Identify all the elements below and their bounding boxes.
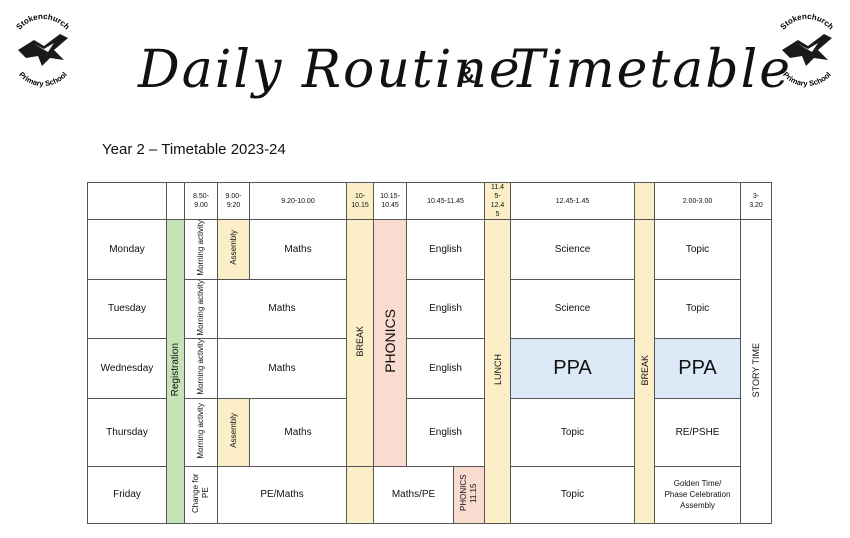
topic-tue: Topic: [654, 278, 742, 340]
row-tuesday: Tuesday Morning activity Maths English S…: [87, 278, 772, 340]
day-friday: Friday: [87, 465, 167, 524]
topic-thu: Topic: [510, 397, 636, 467]
ppa-wed-2: PPA: [654, 338, 742, 399]
maths-thu: Maths: [249, 397, 347, 467]
time-1000: 10- 10.15: [346, 182, 374, 220]
corner-cell: [87, 182, 167, 220]
time-1245: 12.45-1.45: [510, 182, 636, 220]
svg-text:Stokenchurch: Stokenchurch: [15, 12, 72, 32]
science-mon: Science: [510, 219, 636, 280]
day-wednesday: Wednesday: [87, 338, 167, 399]
logo-school-name-bottom: Primary School: [17, 70, 69, 88]
pe-maths-fri: PE/Maths: [217, 465, 347, 524]
school-logo-left: Stokenchurch Primary School: [4, 10, 82, 88]
maths-wed: Maths: [217, 338, 347, 399]
maths-tue: Maths: [217, 278, 347, 340]
phonics-fri: PHONICS 11.15: [452, 465, 486, 524]
page-heading: Daily Routine & Timetable: [130, 20, 790, 125]
svg-text:Stokenchurch: Stokenchurch: [779, 12, 836, 32]
school-logo-right: Stokenchurch Primary School: [768, 10, 846, 88]
topic-mon: Topic: [654, 219, 742, 280]
time-920: 9.20-10.00: [249, 182, 347, 220]
timetable-subtitle: Year 2 – Timetable 2023-24: [102, 141, 286, 158]
morning-activity-tue: Morning activity: [184, 278, 218, 340]
english-mon: English: [405, 219, 486, 280]
morning-activity-wed: Morning activity: [184, 338, 218, 399]
assembly-thu: Assembly: [217, 397, 250, 467]
header-row: 8.50- 9.00 9.00- 9:20 9.20-10.00 10- 10.…: [87, 182, 773, 220]
phonics-block: PHONICS: [373, 219, 407, 467]
maths-pe-fri: Maths/PE: [373, 465, 454, 524]
heading-daily-routine: Daily Routine: [138, 40, 522, 100]
registration-cell: Registration: [166, 219, 185, 524]
time-850: 8.50- 9.00: [184, 182, 218, 220]
row-wednesday: Wednesday Morning activity Maths English…: [87, 338, 772, 399]
time-1045: 10.45-11.45: [405, 182, 486, 220]
day-monday: Monday: [87, 219, 167, 280]
row-friday: Friday Change for PE PE/Maths Maths/PE P…: [87, 465, 772, 524]
ppa-wed-1: PPA: [510, 338, 636, 399]
time-1015: 10.15- 10.45: [373, 182, 407, 220]
topic-fri: Topic: [510, 465, 636, 524]
science-tue: Science: [510, 278, 636, 340]
logo-school-name-top: Stokenchurch: [779, 12, 836, 32]
maths-mon: Maths: [249, 219, 347, 280]
break-afternoon: BREAK: [634, 219, 656, 524]
morning-activity-thu: Morning activity: [184, 397, 218, 467]
timetable-grid: 8.50- 9.00 9.00- 9:20 9.20-10.00 10- 10.…: [87, 182, 773, 524]
header-registration-blank: [166, 182, 185, 220]
english-thu: English: [405, 397, 486, 467]
day-tuesday: Tuesday: [87, 278, 167, 340]
heading-ampersand: &: [458, 62, 476, 89]
golden-time-fri: Golden Time/ Phase Celebration Assembly: [654, 465, 742, 524]
kite-bird-icon: Stokenchurch Primary School: [15, 12, 72, 88]
change-for-pe-fri: Change for PE: [184, 465, 218, 524]
break-morning: BREAK: [346, 219, 374, 467]
time-200: 2.00-3.00: [654, 182, 742, 220]
time-900: 9.00- 9:20: [217, 182, 250, 220]
break-fri: [346, 465, 374, 524]
english-wed: English: [405, 338, 486, 399]
day-thursday: Thursday: [87, 397, 167, 467]
header-break-blank: [634, 182, 656, 220]
heading-timetable: Timetable: [510, 40, 792, 100]
row-thursday: Thursday Morning activity Assembly Maths…: [87, 397, 772, 467]
logo-school-name-top: Stokenchurch: [15, 12, 72, 32]
time-1145: 11.4 5- 12.4 5: [484, 182, 512, 220]
svg-text:Primary School: Primary School: [17, 70, 69, 88]
english-tue: English: [405, 278, 486, 340]
morning-activity-mon: Morning activity: [184, 219, 218, 280]
story-time-block: STORY TIME: [740, 219, 773, 524]
time-300: 3- 3.20: [740, 182, 773, 220]
re-pshe-thu: RE/PSHE: [654, 397, 742, 467]
row-monday: Monday Registration Morning activity Ass…: [87, 219, 773, 524]
lunch-block: LUNCH: [484, 219, 512, 524]
assembly-mon: Assembly: [217, 219, 250, 280]
kite-bird-icon: Stokenchurch Primary School: [779, 12, 836, 88]
